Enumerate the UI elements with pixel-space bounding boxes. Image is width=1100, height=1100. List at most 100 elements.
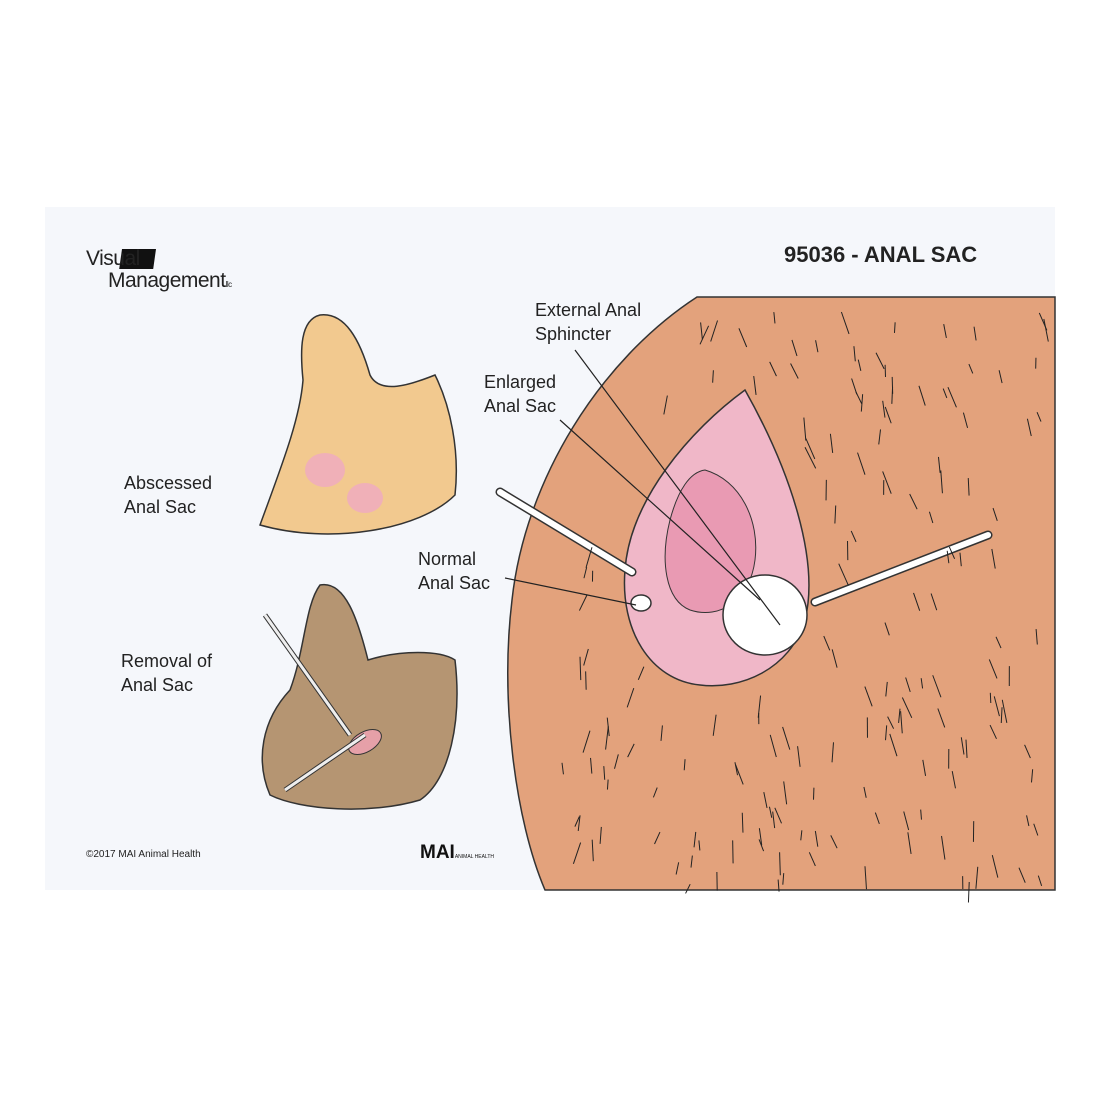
main-view	[495, 296, 1056, 891]
abscess-spot	[347, 483, 383, 513]
hair-stroke	[753, 376, 757, 396]
hair-stroke	[652, 787, 658, 798]
copyright: ©2017 MAI Animal Health	[86, 849, 201, 860]
hair-stroke	[782, 726, 791, 750]
mai-logo-text: MAI	[420, 842, 455, 863]
hair-stroke	[590, 757, 593, 774]
hair-stroke	[947, 386, 957, 408]
hair-stroke	[782, 873, 785, 885]
hair-stroke	[1030, 769, 1034, 783]
hair-stroke	[991, 548, 996, 569]
hair-stroke	[698, 840, 701, 851]
hair-stroke	[783, 781, 788, 805]
hair-stroke	[758, 828, 763, 846]
hair-stroke	[808, 852, 816, 867]
hair-stroke	[878, 429, 882, 445]
mai-logo-sub: ANIMAL HEALTH	[454, 854, 495, 860]
hair-stroke	[712, 714, 717, 736]
hair-stroke	[693, 831, 697, 848]
hair-stroke	[882, 400, 886, 418]
mai-animal-health-logo: MAIANIMAL HEALTH	[420, 842, 494, 864]
normal-anal-sac	[630, 594, 652, 612]
hair-stroke	[773, 312, 776, 324]
hair-stroke	[967, 881, 970, 903]
hair-stroke	[834, 505, 837, 524]
hair-stroke	[838, 563, 849, 586]
hair-stroke	[734, 762, 739, 776]
hair-stroke	[857, 359, 862, 371]
hair-stroke	[995, 636, 1002, 649]
hair-stroke	[951, 771, 956, 789]
hair-stroke	[663, 395, 668, 415]
hair-stroke	[763, 791, 768, 809]
hair-stroke	[967, 478, 970, 496]
hair-stroke	[712, 370, 714, 383]
hair-stroke	[918, 385, 926, 406]
hair-stroke	[758, 839, 765, 852]
hair-stroke	[772, 811, 776, 829]
hair-stroke	[1024, 744, 1031, 759]
hair-stroke	[992, 507, 998, 521]
hair-stroke	[857, 452, 866, 475]
hair-stroke	[582, 730, 591, 753]
hair-stroke	[975, 866, 979, 889]
hair-stroke	[627, 743, 635, 758]
hair-stroke	[913, 592, 921, 611]
label-abscessed-anal-sac: Abscessed Anal Sac	[124, 473, 213, 517]
hair-stroke	[860, 394, 864, 412]
hair-stroke	[937, 708, 946, 728]
hair-stroke	[591, 839, 594, 862]
hair-stroke	[777, 879, 780, 892]
hair-stroke	[741, 812, 744, 833]
hair-stroke	[577, 815, 581, 832]
hair-stroke	[675, 862, 680, 875]
hair-stroke	[884, 406, 892, 424]
hair-stroke	[614, 754, 619, 769]
hair-stroke	[887, 716, 895, 729]
hair-stroke	[578, 594, 588, 611]
hair-stroke	[1001, 699, 1008, 723]
hair-stroke	[603, 766, 606, 780]
hair-stroke	[572, 842, 582, 864]
hair-stroke	[901, 697, 913, 718]
hair-stroke	[928, 511, 934, 524]
hair-stroke	[583, 567, 588, 579]
hair-stroke	[922, 759, 927, 776]
hair-stroke	[1036, 411, 1042, 422]
hair-stroke	[855, 391, 863, 404]
hair-stroke	[685, 883, 691, 894]
hair-stroke	[805, 438, 816, 460]
leader-lines	[504, 349, 781, 626]
page-title: 95036 - ANAL SAC	[784, 242, 978, 267]
hair-stroke	[853, 346, 856, 362]
hair-stroke	[991, 854, 999, 878]
hair-stroke	[882, 471, 892, 494]
hair-stroke	[840, 311, 850, 335]
hair-stroke	[1043, 318, 1049, 342]
hair-stroke	[1037, 875, 1043, 887]
hair-stroke	[903, 811, 910, 831]
label-normal-anal-sac: Normal Anal Sac	[418, 549, 491, 593]
hair-stroke	[900, 711, 903, 734]
hair-stroke	[803, 417, 807, 441]
hair-stroke	[583, 648, 589, 666]
visual-management-logo-mark	[119, 249, 157, 269]
hair-stroke	[946, 550, 950, 564]
hair-stroke	[1026, 418, 1032, 437]
hair-stroke	[893, 322, 896, 333]
hair-stroke	[768, 806, 773, 818]
hair-stroke	[998, 370, 1003, 384]
hair-stroke	[875, 352, 885, 370]
hair-stroke	[574, 816, 580, 827]
hair-stroke	[561, 762, 564, 775]
label-removal-of-anal-sac: Removal of Anal Sac	[121, 651, 213, 695]
hair-stroke	[948, 546, 956, 559]
hair-stroke	[829, 433, 834, 454]
sphincter-muscle	[664, 469, 757, 614]
hair-stroke	[654, 831, 661, 845]
hair-stroke	[599, 826, 602, 844]
removed-sac	[348, 729, 382, 755]
hair-stroke	[962, 412, 969, 428]
logo-line1: Visual	[86, 247, 140, 270]
